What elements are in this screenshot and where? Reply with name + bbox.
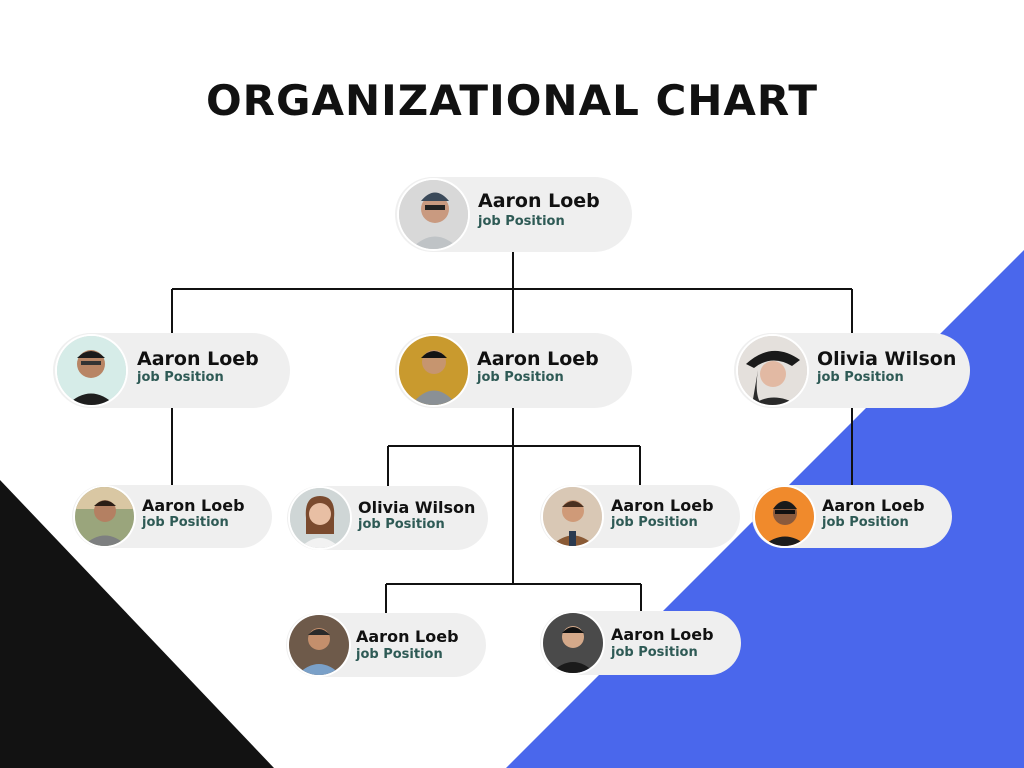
avatar <box>543 487 602 546</box>
org-node-staff-middle-left[interactable]: Olivia Wilson job Position <box>287 486 488 550</box>
org-node-sub-staff-right[interactable]: Aaron Loeb job Position <box>540 611 741 675</box>
node-position: job Position <box>822 515 909 530</box>
node-position: job Position <box>137 370 224 385</box>
node-name: Aaron Loeb <box>822 496 925 515</box>
avatar <box>290 488 350 548</box>
node-name: Olivia Wilson <box>817 348 957 370</box>
org-node-sub-staff-left[interactable]: Aaron Loeb job Position <box>286 613 486 677</box>
avatar <box>75 487 134 546</box>
node-name: Aaron Loeb <box>142 496 245 515</box>
node-position: job Position <box>477 370 564 385</box>
avatar <box>289 615 349 675</box>
node-name: Aaron Loeb <box>137 348 259 370</box>
org-node-manager-middle[interactable]: Aaron Loeb job Position <box>395 333 632 408</box>
node-position: job Position <box>611 645 698 660</box>
node-name: Aaron Loeb <box>356 627 459 646</box>
node-name: Aaron Loeb <box>478 190 600 212</box>
node-position: job Position <box>478 214 565 229</box>
chart-title: ORGANIZATIONAL CHART <box>205 76 819 125</box>
avatar <box>543 613 603 673</box>
node-position: job Position <box>358 517 445 532</box>
node-position: job Position <box>356 647 443 662</box>
node-position: job Position <box>611 515 698 530</box>
node-name: Aaron Loeb <box>611 496 714 515</box>
org-node-ceo[interactable]: Aaron Loeb job Position <box>395 177 632 252</box>
node-name: Aaron Loeb <box>611 625 714 644</box>
node-position: job Position <box>142 515 229 530</box>
node-name: Aaron Loeb <box>477 348 599 370</box>
node-position: job Position <box>817 370 904 385</box>
org-node-staff-left[interactable]: Aaron Loeb job Position <box>72 485 272 548</box>
org-node-staff-middle-right[interactable]: Aaron Loeb job Position <box>540 485 740 548</box>
avatar <box>399 336 468 405</box>
node-name: Olivia Wilson <box>358 498 476 517</box>
avatar <box>399 180 468 249</box>
org-node-manager-right[interactable]: Olivia Wilson job Position <box>734 333 970 408</box>
avatar <box>57 336 126 405</box>
black-corner-shape <box>0 480 274 768</box>
org-node-manager-left[interactable]: Aaron Loeb job Position <box>53 333 290 408</box>
org-node-staff-right[interactable]: Aaron Loeb job Position <box>752 485 952 548</box>
avatar <box>755 487 814 546</box>
avatar <box>738 336 807 405</box>
